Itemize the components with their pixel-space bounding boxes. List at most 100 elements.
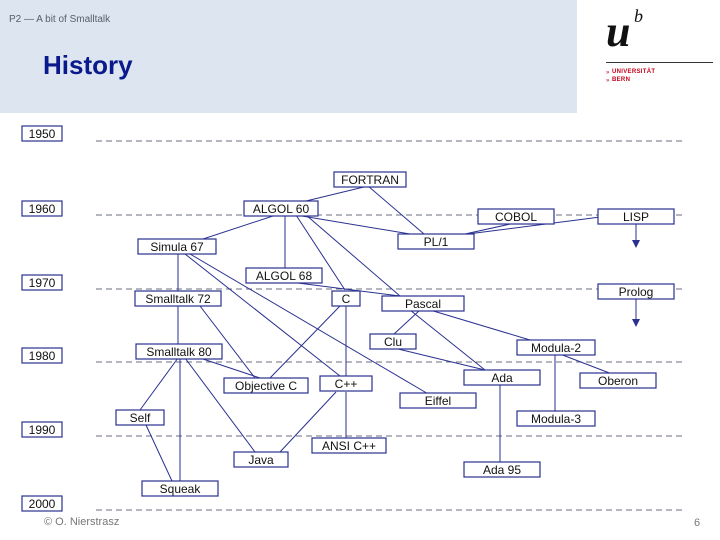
edge-pascal-ada — [409, 309, 486, 371]
lang-box-squeak: Squeak — [141, 480, 219, 497]
lang-label-prolog: Prolog — [619, 285, 654, 299]
lang-label-clu: Clu — [384, 335, 402, 349]
lang-box-objectivec: Objective C — [223, 377, 309, 394]
year-label-1960: 1960 — [29, 202, 56, 216]
lang-label-cplusplus: C++ — [335, 377, 358, 391]
lang-box-ada95: Ada 95 — [463, 461, 541, 478]
lang-box-prolog: Prolog — [597, 283, 675, 300]
lang-box-modula3: Modula-3 — [516, 410, 596, 427]
logo-divider — [606, 62, 713, 63]
edge-fortran-pl1 — [367, 185, 425, 235]
edge-self-squeak — [145, 424, 173, 482]
lang-label-modula3: Modula-3 — [531, 412, 581, 426]
lang-label-smalltalk80: Smalltalk 80 — [146, 345, 212, 359]
year-box-1980: 1980 — [21, 347, 63, 364]
year-label-2000: 2000 — [29, 497, 56, 511]
year-label-1970: 1970 — [29, 276, 56, 290]
lang-label-c: C — [342, 292, 351, 306]
logo-mark-icon: »» — [606, 70, 610, 84]
year-box-1970: 1970 — [21, 274, 63, 291]
lang-label-simula67: Simula 67 — [150, 240, 204, 254]
edge-clu-ada — [393, 347, 486, 371]
page-number: 6 — [694, 517, 701, 529]
lang-label-smalltalk72: Smalltalk 72 — [145, 292, 211, 306]
header-band — [0, 0, 577, 113]
lang-box-algol60: ALGOL 60 — [243, 200, 319, 217]
edge-modula2-oberon — [559, 353, 613, 375]
year-label-1990: 1990 — [29, 423, 56, 437]
lang-label-ansicplusplus: ANSI C++ — [322, 439, 376, 453]
footer-copyright: © O. Nierstrasz — [44, 516, 120, 528]
logo-line2: BERN — [612, 77, 631, 83]
year-box-1950: 1950 — [21, 125, 63, 142]
logo-line1: UNIVERSITÄT — [612, 69, 656, 75]
lang-label-squeak: Squeak — [160, 482, 202, 496]
lang-label-eiffel: Eiffel — [425, 394, 451, 408]
edge-smalltalk80-objectivec — [199, 357, 261, 379]
lang-box-ada: Ada — [463, 369, 541, 386]
lang-label-fortran: FORTRAN — [341, 173, 399, 187]
lang-box-algol68: ALGOL 68 — [245, 267, 323, 284]
lang-box-java: Java — [233, 451, 289, 468]
edge-algol68-pascal — [289, 281, 401, 297]
lang-box-ansicplusplus: ANSI C++ — [311, 437, 387, 454]
lang-box-cobol: COBOL — [477, 208, 555, 225]
lang-label-algol68: ALGOL 68 — [256, 269, 313, 283]
edge-smalltalk80-self — [139, 357, 179, 411]
lang-box-pascal: Pascal — [381, 295, 465, 312]
lang-label-oberon: Oberon — [598, 374, 638, 388]
logo-b: b — [634, 6, 643, 26]
logo-u: u — [606, 7, 631, 56]
year-box-1990: 1990 — [21, 421, 63, 438]
lang-box-lisp: LISP — [597, 208, 675, 225]
lang-box-eiffel: Eiffel — [399, 392, 477, 409]
year-box-1960: 1960 — [21, 200, 63, 217]
lang-box-smalltalk80: Smalltalk 80 — [135, 343, 223, 360]
lang-box-fortran: FORTRAN — [333, 171, 407, 188]
logo-text: UNIVERSITÄT BERN — [612, 68, 655, 84]
edge-pascal-modula2 — [429, 309, 531, 341]
edge-c-objectivec — [269, 305, 341, 379]
edge-algol60-pascal — [305, 214, 401, 297]
lang-label-java: Java — [248, 453, 274, 467]
course-title: P2 — A bit of Smalltalk — [9, 14, 111, 25]
edge-pascal-clu — [393, 309, 421, 335]
edge-simula67-cplusplus — [184, 253, 341, 377]
lang-box-simula67: Simula 67 — [137, 238, 217, 255]
edge-algol60-c — [295, 214, 346, 291]
lang-box-c: C — [331, 290, 361, 307]
lang-label-pl1: PL/1 — [424, 235, 449, 249]
edge-smalltalk72-objectivec — [199, 305, 256, 379]
lang-box-oberon: Oberon — [579, 372, 657, 389]
lang-label-cobol: COBOL — [495, 210, 537, 224]
lang-box-modula2: Modula-2 — [516, 339, 596, 356]
lang-box-cplusplus: C++ — [319, 375, 373, 392]
edge-algol60-pl1 — [295, 214, 411, 235]
lang-box-clu: Clu — [369, 333, 417, 350]
edge-simula67-eiffel — [189, 253, 431, 396]
year-label-1950: 1950 — [29, 127, 56, 141]
edge-lisp-pl1 — [451, 214, 617, 237]
year-box-2000: 2000 — [21, 495, 63, 512]
lang-box-smalltalk72: Smalltalk 72 — [134, 290, 222, 307]
edge-fortran-algol60 — [305, 185, 369, 202]
edge-cplusplus-java — [279, 391, 337, 453]
lang-box-self: Self — [115, 409, 165, 426]
decade-lines — [96, 140, 686, 511]
edge-smalltalk80-java — [184, 357, 256, 453]
edge-algol60-simula67 — [199, 214, 277, 241]
lang-label-pascal: Pascal — [405, 297, 441, 311]
lang-label-lisp: LISP — [623, 210, 649, 224]
lang-label-algol60: ALGOL 60 — [253, 202, 310, 216]
lang-label-objectivec: Objective C — [235, 379, 297, 393]
lang-label-ada95: Ada 95 — [483, 463, 521, 477]
lang-label-self: Self — [130, 411, 151, 425]
lang-box-pl1: PL/1 — [397, 233, 475, 250]
year-label-1980: 1980 — [29, 349, 56, 363]
page-title: History — [43, 50, 133, 80]
logo-area — [577, 0, 720, 113]
edges — [139, 185, 617, 482]
lang-label-ada: Ada — [491, 371, 513, 385]
lang-label-modula2: Modula-2 — [531, 341, 581, 355]
